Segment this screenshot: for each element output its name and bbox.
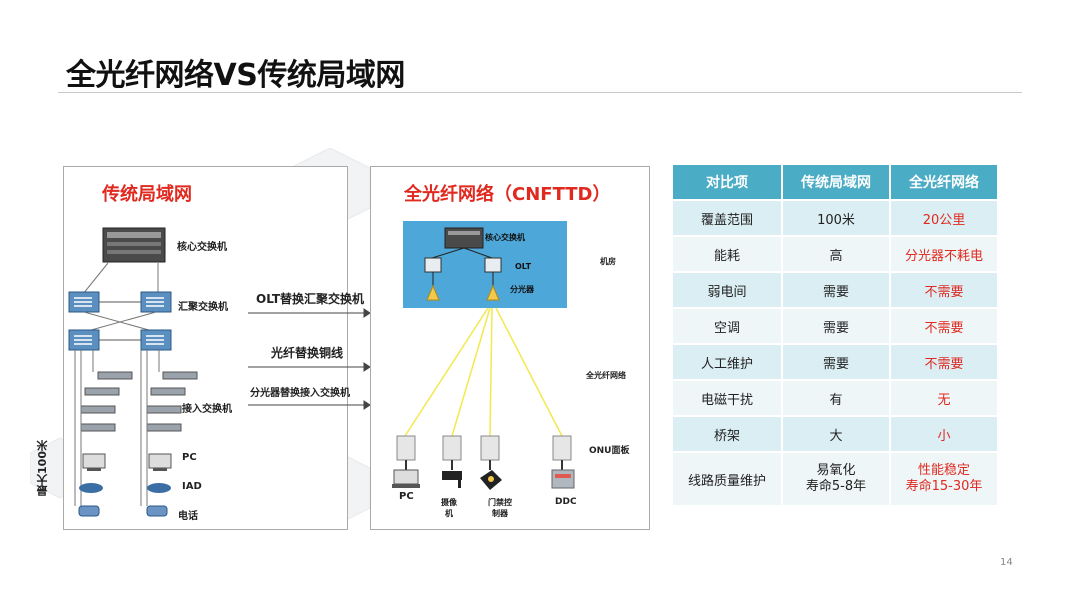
iad-icon xyxy=(79,483,171,493)
core-switch-icon xyxy=(444,227,484,249)
table-cell: 性能稳定 寿命15-30年 xyxy=(891,453,997,505)
fiber-network-label: 全光纤网络 xyxy=(586,371,626,380)
table-cell: 能耗 xyxy=(673,237,781,271)
table-cell: 人工维护 xyxy=(673,345,781,379)
table-row: 电磁干扰 有 无 xyxy=(673,381,997,415)
table-row: 覆盖范围 100米 20公里 xyxy=(673,201,997,235)
table-cell: 无 xyxy=(891,381,997,415)
ddc-icon xyxy=(551,469,575,489)
traditional-lan-heading: 传统局域网 xyxy=(102,184,192,205)
onu-panel-icon xyxy=(396,435,572,461)
access-switch-label: 接入交换机 xyxy=(182,404,232,415)
splitter-replace-label: 分光器替换接入交换机 xyxy=(250,388,350,399)
fiber-replace-label: 光纤替换铜线 xyxy=(271,346,344,360)
room-core-switch-label: 核心交换机 xyxy=(485,233,525,242)
aggregation-switch-icon xyxy=(140,291,172,313)
phone-icon xyxy=(78,505,168,517)
table-cell: 需要 xyxy=(783,273,889,307)
pc-label: PC xyxy=(182,452,197,463)
table-cell: 需要 xyxy=(783,309,889,343)
table-cell: 空调 xyxy=(673,309,781,343)
olt-replace-label: OLT替换汇聚交换机 xyxy=(256,292,365,306)
all-fiber-heading: 全光纤网络（CNFTTD） xyxy=(404,184,611,205)
table-cell: 覆盖范围 xyxy=(673,201,781,235)
table-cell: 大 xyxy=(783,417,889,451)
table-cell: 线路质量维护 xyxy=(673,453,781,505)
pc-icon xyxy=(82,453,172,471)
page-number: 14 xyxy=(1000,557,1013,568)
table-header: 全光纤网络 xyxy=(891,165,997,199)
aggregation-switch-icon xyxy=(68,329,100,351)
max-distance-label: 最大100米 xyxy=(36,440,49,496)
access-control-icon xyxy=(480,470,502,490)
table-row: 人工维护 需要 不需要 xyxy=(673,345,997,379)
traditional-lan-diagram xyxy=(68,227,198,517)
olt-icon xyxy=(424,257,502,273)
table-cell: 桥架 xyxy=(673,417,781,451)
iad-label: IAD xyxy=(182,481,202,492)
onu-panel-label: ONU面板 xyxy=(589,446,630,456)
table-row: 线路质量维护 易氧化 寿命5-8年 性能稳定 寿命15-30年 xyxy=(673,453,997,505)
table-cell: 不需要 xyxy=(891,345,997,379)
table-row: 弱电间 需要 不需要 xyxy=(673,273,997,307)
traditional-lan-panel xyxy=(63,166,348,530)
phone-label: 电话 xyxy=(178,511,198,522)
table-row: 空调 需要 不需要 xyxy=(673,309,997,343)
pc-icon xyxy=(392,469,420,488)
table-header: 传统局域网 xyxy=(783,165,889,199)
core-switch-label: 核心交换机 xyxy=(177,242,227,253)
aggregation-switch-icon xyxy=(68,291,100,313)
table-cell: 电磁干扰 xyxy=(673,381,781,415)
table-cell: 不需要 xyxy=(891,273,997,307)
comparison-table: 对比项 传统局域网 全光纤网络 覆盖范围 100米 20公里 能耗 高 分光器不… xyxy=(671,163,999,507)
table-cell: 不需要 xyxy=(891,309,997,343)
table-cell: 100米 xyxy=(783,201,889,235)
camera-icon xyxy=(442,471,462,488)
splitter-icon xyxy=(426,284,500,301)
table-cell: 需要 xyxy=(783,345,889,379)
table-cell: 20公里 xyxy=(891,201,997,235)
table-row: 能耗 高 分光器不耗电 xyxy=(673,237,997,271)
table-cell: 分光器不耗电 xyxy=(891,237,997,271)
table-header-row: 对比项 传统局域网 全光纤网络 xyxy=(673,165,997,199)
access-control-label: 门禁控 制器 xyxy=(488,498,512,518)
olt-label: OLT xyxy=(515,262,532,271)
ddc-label: DDC xyxy=(555,497,577,507)
device-pc-label: PC xyxy=(399,491,414,502)
replacement-arrows xyxy=(248,308,370,410)
table-row: 桥架 大 小 xyxy=(673,417,997,451)
core-switch-icon xyxy=(102,227,166,263)
table-cell: 有 xyxy=(783,381,889,415)
table-header: 对比项 xyxy=(673,165,781,199)
aggregation-switch-icon xyxy=(140,329,172,351)
table-cell: 高 xyxy=(783,237,889,271)
splitter-label: 分光器 xyxy=(510,285,534,294)
all-fiber-diagram xyxy=(392,227,575,490)
table-cell: 易氧化 寿命5-8年 xyxy=(783,453,889,505)
page-title: 全光纤网络VS传统局域网 xyxy=(66,58,405,93)
room-label: 机房 xyxy=(600,257,616,266)
table-cell: 弱电间 xyxy=(673,273,781,307)
camera-label: 摄像 机 xyxy=(441,498,457,518)
table-cell: 小 xyxy=(891,417,997,451)
aggregation-switch-label: 汇聚交换机 xyxy=(178,302,228,313)
title-divider xyxy=(58,92,1022,93)
